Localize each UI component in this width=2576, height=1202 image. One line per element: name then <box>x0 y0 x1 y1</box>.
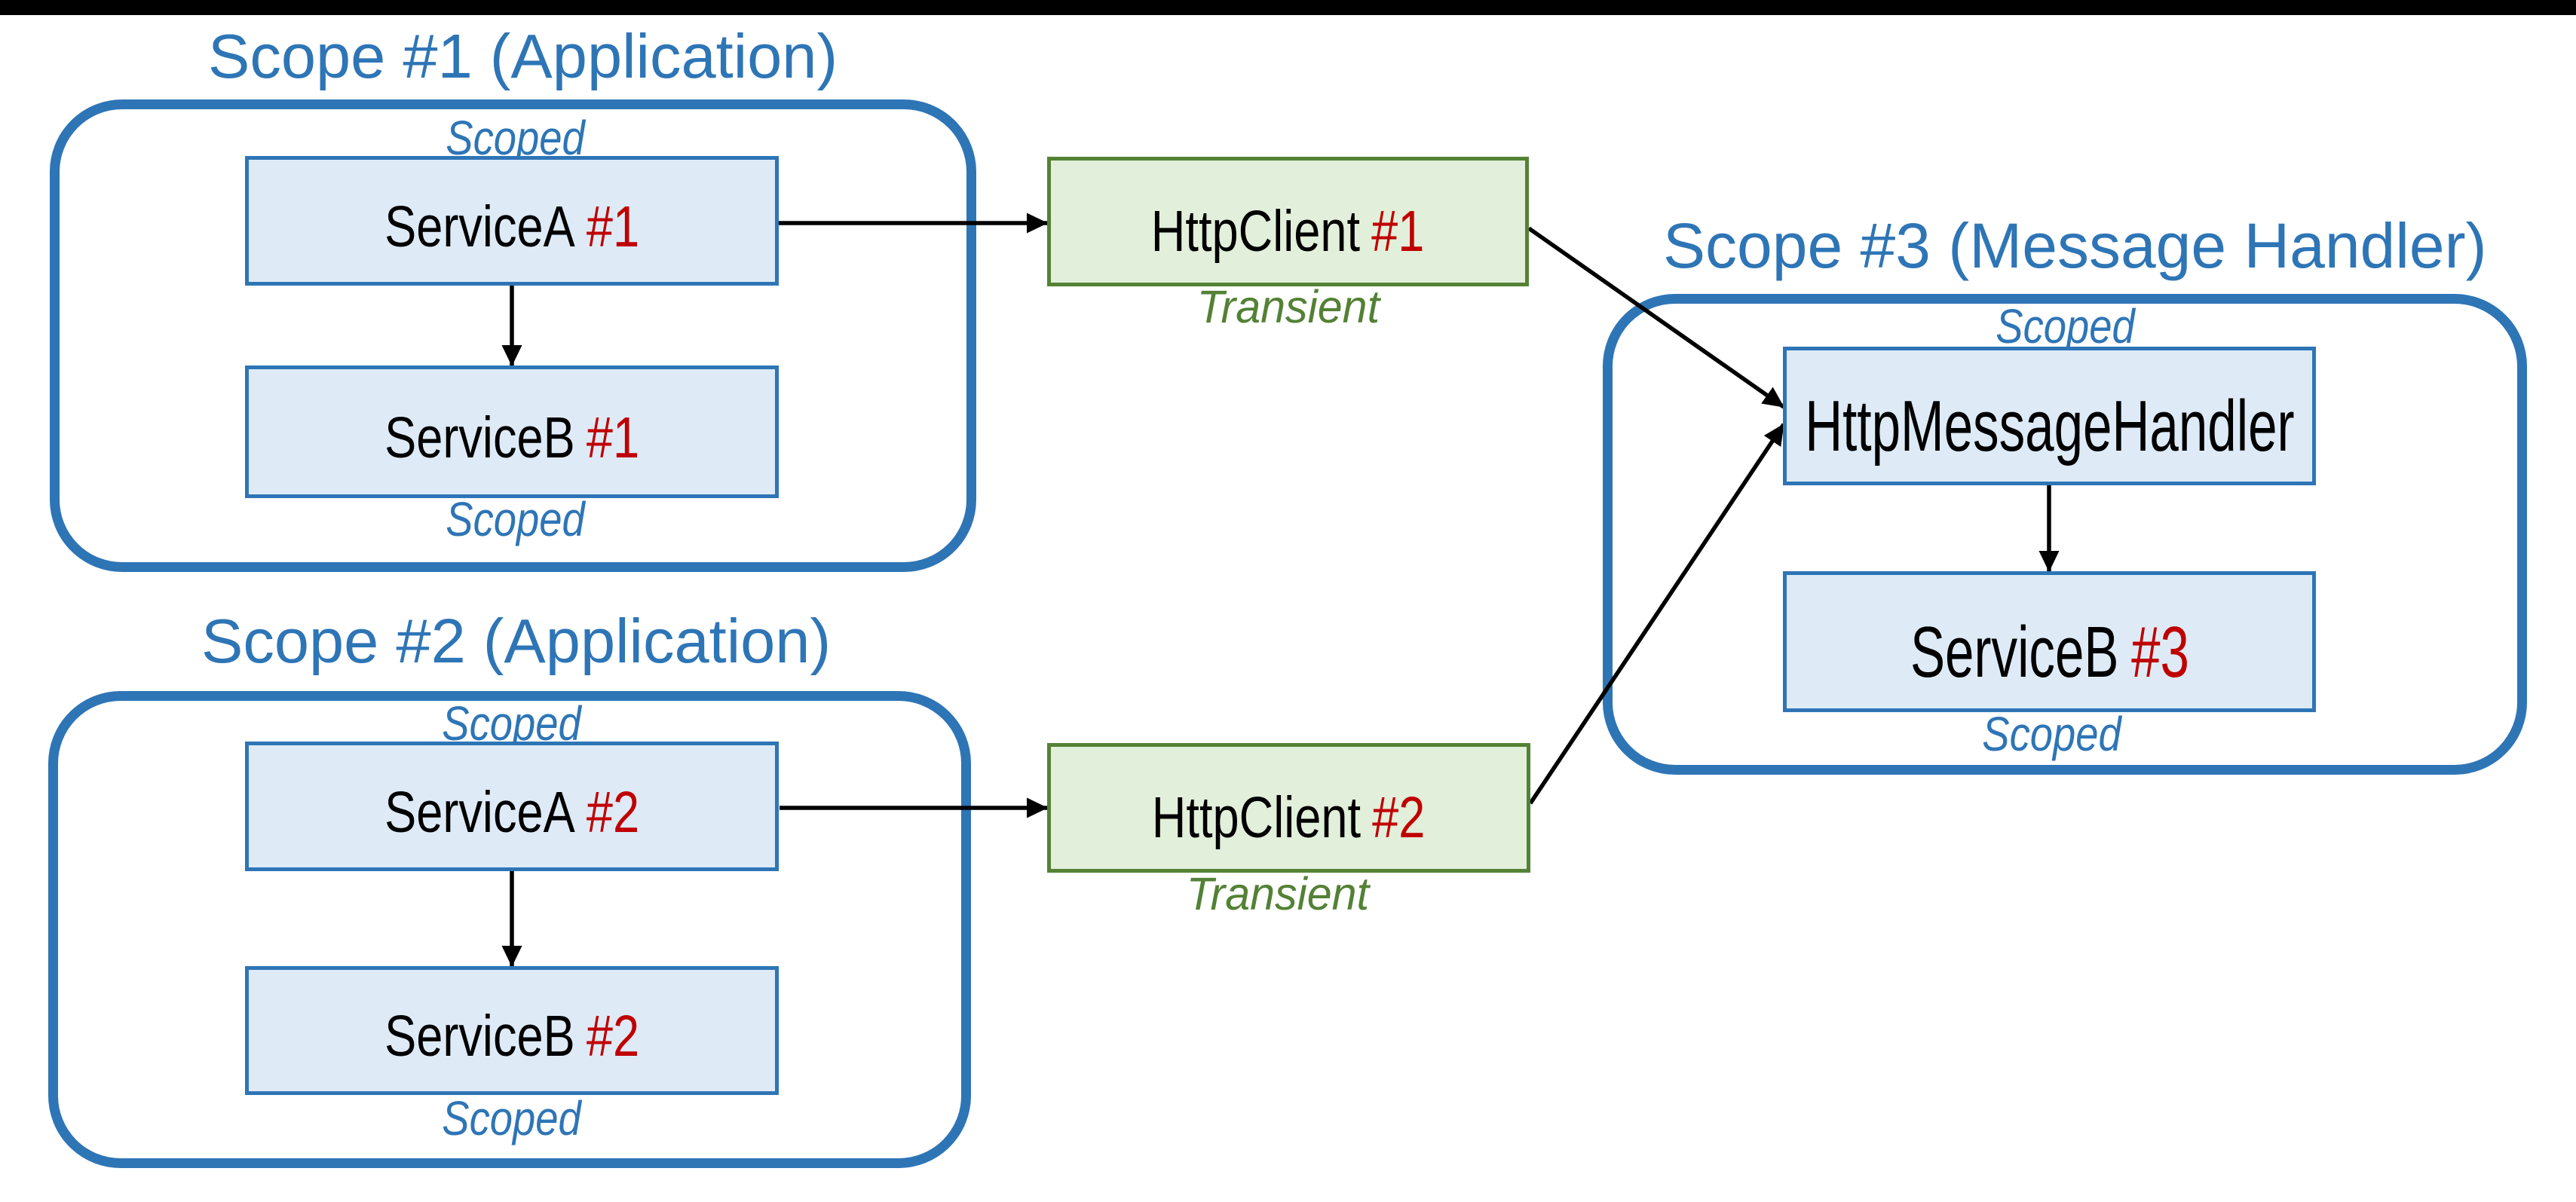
node-label: HttpClient#2 <box>1152 788 1426 847</box>
node-label-suffix: #1 <box>586 405 640 470</box>
annotation-text: Scoped <box>446 111 586 165</box>
scope1-scoped-label-bottom: Scoped <box>365 495 666 543</box>
node-label: ServiceA#2 <box>384 783 639 842</box>
scope3-scoped-label-top: Scoped <box>1915 302 2216 350</box>
node-label-text: ServiceA <box>384 779 575 845</box>
node-label-text: HttpClient <box>1151 198 1361 264</box>
node-httpclient1: HttpClient#1 <box>1047 157 1529 286</box>
annotation-text: Transient <box>1186 868 1370 919</box>
scope1-title: Scope #1 (Application) <box>208 21 838 91</box>
node-serviceb2: ServiceB#2 <box>245 966 779 1095</box>
scope3-title: Scope #3 (Message Handler) <box>1663 210 2487 281</box>
node-serviceb3: ServiceB#3 <box>1783 571 2316 712</box>
node-label-suffix: #3 <box>2130 611 2189 693</box>
node-label-text: ServiceB <box>1910 611 2119 693</box>
annotation-text: Scoped <box>446 492 586 546</box>
node-label-text: ServiceB <box>384 1004 575 1069</box>
node-label: ServiceB#2 <box>384 1008 639 1066</box>
node-label-suffix: #1 <box>586 194 640 259</box>
node-label-suffix: #2 <box>1372 785 1426 850</box>
node-label-text: HttpMessageHandler <box>1804 386 2295 466</box>
node-label-text: ServiceA <box>384 194 575 259</box>
scope1-scoped-label-top: Scoped <box>365 114 666 162</box>
annotation-text: Scoped <box>442 696 582 751</box>
httpclient1-transient-label: Transient <box>1138 284 1439 330</box>
node-httpclient2: HttpClient#2 <box>1047 743 1530 873</box>
scope3-boundary <box>1603 294 2527 775</box>
node-label-text: ServiceB <box>384 405 575 470</box>
scope2-boundary <box>48 691 971 1168</box>
annotation-text: Scoped <box>1996 299 2136 353</box>
node-servicea2: ServiceA#2 <box>245 742 779 871</box>
node-label: HttpMessageHandler <box>1805 390 2294 463</box>
top-black-bar <box>0 0 2576 15</box>
node-label-suffix: #2 <box>586 779 640 845</box>
node-label-text: HttpClient <box>1152 785 1362 850</box>
node-label: ServiceB#1 <box>384 408 639 467</box>
annotation-text: Scoped <box>1982 707 2122 761</box>
scope2-scoped-label-bottom: Scoped <box>361 1094 663 1142</box>
scope2-scoped-label-top: Scoped <box>361 699 663 748</box>
scope1-boundary <box>50 99 976 572</box>
node-label: HttpClient#1 <box>1151 202 1425 261</box>
node-httpmessagehandler: HttpMessageHandler <box>1783 347 2316 485</box>
node-label-suffix: #2 <box>586 1004 640 1069</box>
node-label-suffix: #1 <box>1371 198 1425 264</box>
scope2-title: Scope #2 (Application) <box>201 606 832 676</box>
httpclient2-transient-label: Transient <box>1127 871 1429 917</box>
node-label: ServiceB#3 <box>1910 616 2189 689</box>
node-servicea1: ServiceA#1 <box>245 156 779 286</box>
scope3-scoped-label-bottom: Scoped <box>1901 710 2203 758</box>
annotation-text: Transient <box>1196 281 1380 332</box>
annotation-text: Scoped <box>442 1091 582 1145</box>
node-label: ServiceA#1 <box>384 197 639 256</box>
node-serviceb1: ServiceB#1 <box>245 365 779 498</box>
